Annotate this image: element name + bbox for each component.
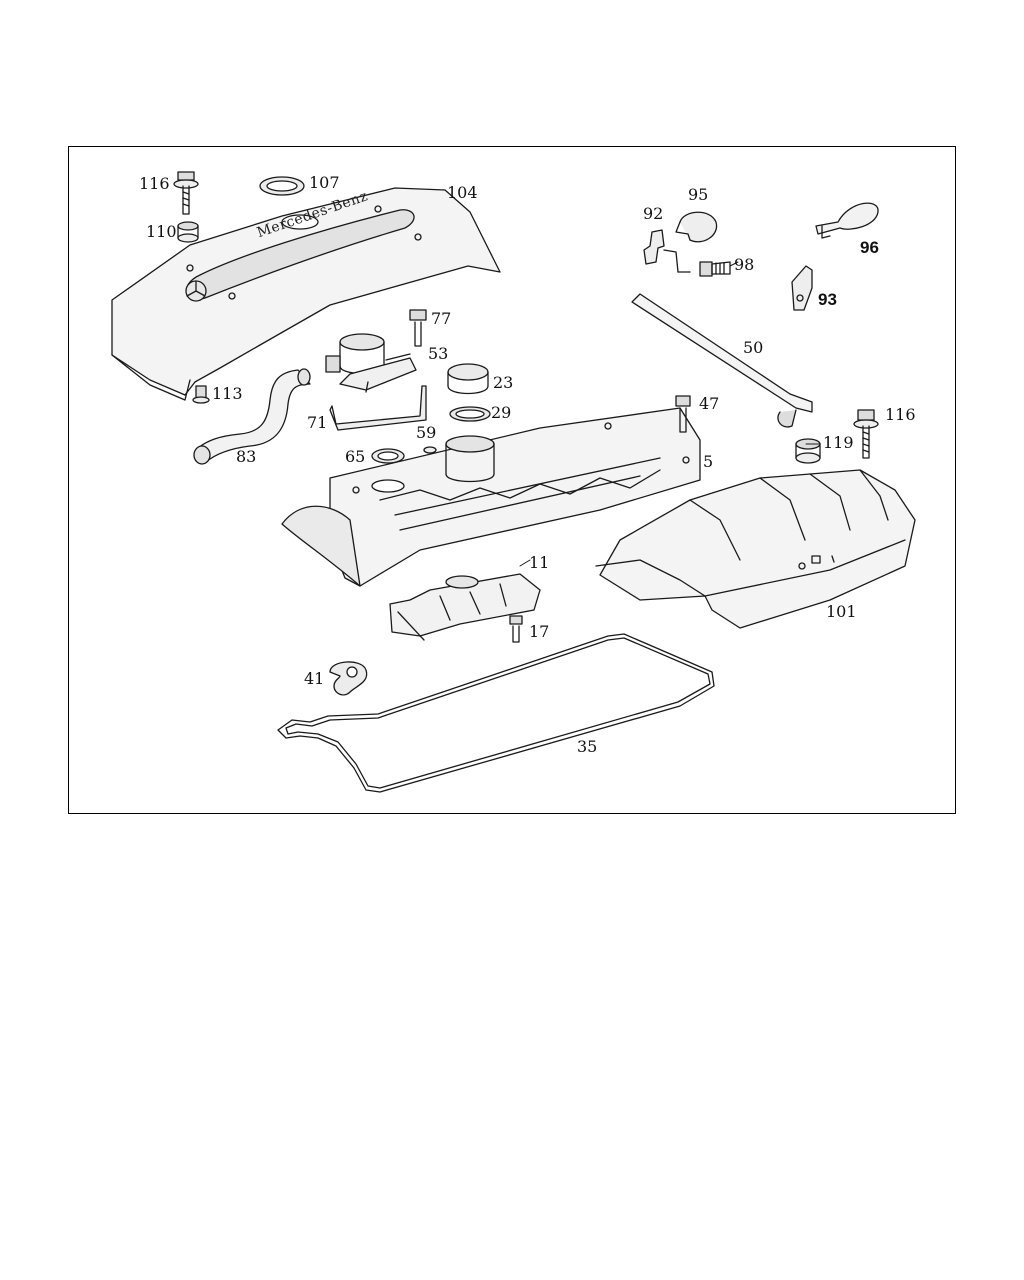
label-110: 110 <box>146 222 177 241</box>
hose-83 <box>193 368 311 465</box>
label-101: 101 <box>826 602 857 621</box>
seal-ring-59 <box>423 446 437 454</box>
seal-ring-65 <box>371 448 405 464</box>
label-41: 41 <box>304 669 325 688</box>
seal-ring-107 <box>259 176 305 196</box>
label-65: 65 <box>345 447 366 466</box>
label-98: 98 <box>734 255 755 274</box>
label-17: 17 <box>529 622 550 641</box>
label-35: 35 <box>577 737 598 756</box>
bracket-92 <box>643 229 691 273</box>
valve-53 <box>325 333 417 393</box>
label-119: 119 <box>823 433 854 452</box>
label-116-right: 116 <box>885 405 916 424</box>
label-11: 11 <box>529 553 550 572</box>
cap-23 <box>447 363 489 395</box>
cable-tie-96 <box>815 202 879 239</box>
label-47: 47 <box>699 394 720 413</box>
dipstick-tube-50 <box>631 293 813 428</box>
label-116-left: 116 <box>139 174 170 193</box>
label-83: 83 <box>236 447 257 466</box>
bracket-93 <box>791 265 813 311</box>
seal-41 <box>329 661 368 696</box>
engine-cover-104 <box>111 187 501 401</box>
grommet-110 <box>177 221 199 243</box>
label-50: 50 <box>743 338 764 357</box>
label-95: 95 <box>688 185 709 204</box>
label-92: 92 <box>643 204 664 223</box>
label-59: 59 <box>416 423 437 442</box>
label-23: 23 <box>493 373 514 392</box>
leader-lines <box>519 261 821 567</box>
bolt-17 <box>509 615 523 643</box>
label-5: 5 <box>703 452 714 471</box>
bolt-116-right <box>853 409 879 459</box>
label-96: 96 <box>860 238 879 257</box>
screw-98 <box>699 261 731 277</box>
oil-separator-11 <box>389 573 541 641</box>
label-71: 71 <box>307 413 328 432</box>
label-113: 113 <box>212 384 243 403</box>
grommet-119 <box>795 438 821 464</box>
clip-95 <box>675 211 718 243</box>
label-77: 77 <box>431 309 452 328</box>
bolt-47 <box>675 395 691 433</box>
bolt-77 <box>409 309 427 347</box>
plug-113 <box>192 385 210 404</box>
cover-101 <box>595 469 916 629</box>
label-104: 104 <box>447 183 478 202</box>
bracket-71 <box>329 385 427 431</box>
seal-ring-29 <box>449 406 491 422</box>
bolt-116-left <box>173 171 199 215</box>
label-53: 53 <box>428 344 449 363</box>
label-93: 93 <box>818 290 837 309</box>
cylinder-head-cover-5 <box>281 407 701 587</box>
label-29: 29 <box>491 403 512 422</box>
gasket-35 <box>277 633 715 793</box>
label-107: 107 <box>309 173 340 192</box>
